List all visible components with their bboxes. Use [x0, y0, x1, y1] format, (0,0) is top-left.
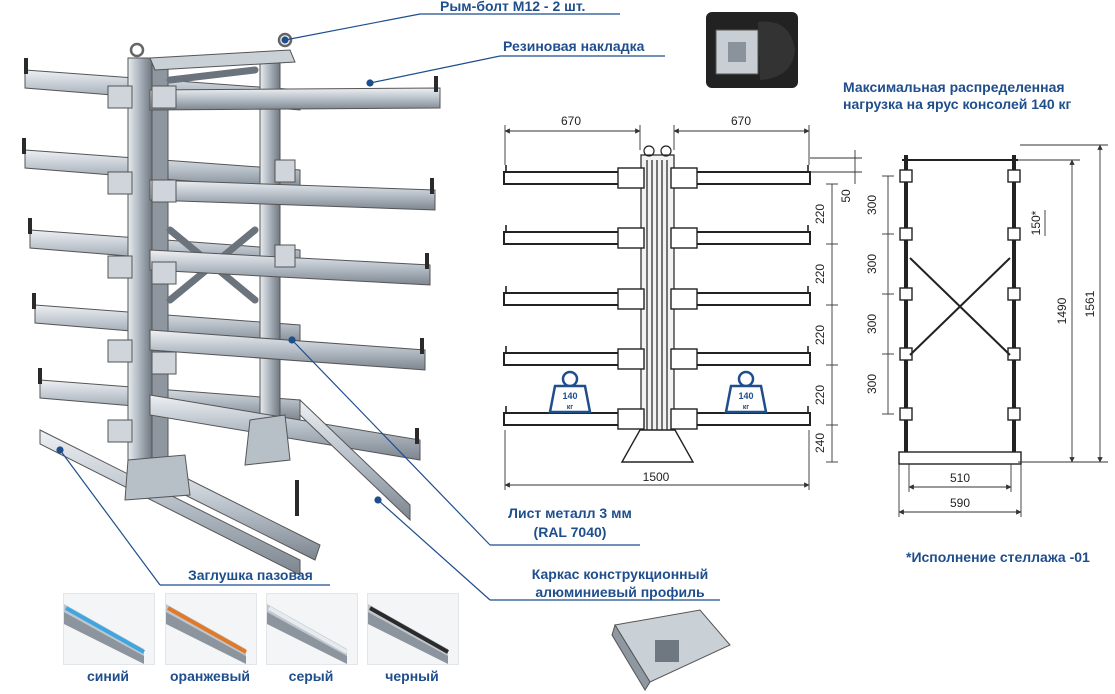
front-dim-tier-2: 220 [813, 264, 827, 284]
aluminium-profile-image [611, 609, 731, 691]
load-badge-left-unit: кг [567, 404, 574, 411]
slot-cap-name-black: черный [385, 668, 439, 684]
load-badge-right-value: 140 [738, 391, 753, 401]
front-dim-top-offset: 50 [839, 189, 853, 203]
side-dim-height-inner: 1490 [1055, 297, 1069, 324]
front-dim-right-arm: 670 [731, 114, 751, 128]
front-dim-tier-4: 220 [813, 385, 827, 405]
side-dim-base-outer: 590 [950, 496, 970, 510]
side-dim-seg-3: 300 [865, 314, 879, 334]
rack-3d-illustration [22, 32, 441, 576]
callout-max-load-line1: Максимальная распределенная [843, 79, 1065, 95]
rubber-pad-image [706, 12, 798, 88]
front-view-drawing [503, 125, 862, 490]
side-dim-seg-1: 300 [865, 195, 879, 215]
slot-cap-swatch-blue [63, 593, 155, 665]
load-badge-right-unit: кг [743, 404, 750, 411]
slot-cap-name-orange: оранжевый [169, 668, 251, 684]
callout-rubber-pad: Резиновая накладка [503, 38, 645, 54]
callout-sheet-line1: Лист металл 3 мм [508, 505, 632, 521]
side-view-drawing [882, 144, 1108, 517]
side-dim-variant-offset: 150* [1029, 210, 1043, 235]
slot-cap-name-blue: синий [86, 668, 130, 684]
load-badge-left-value: 140 [562, 391, 577, 401]
side-dim-height-total: 1561 [1083, 290, 1097, 317]
callout-slot-cap: Заглушка пазовая [188, 567, 313, 583]
load-weight-icon: 140 кг [724, 370, 768, 414]
footnote-variant: *Исполнение стеллажа -01 [906, 549, 1090, 565]
rack-end-stoppers [22, 58, 438, 516]
load-weight-icon: 140 кг [548, 370, 592, 414]
front-dim-left-arm: 670 [561, 114, 581, 128]
front-view-plates [617, 167, 698, 463]
front-dim-total-width: 1500 [643, 470, 670, 484]
callout-frame-line1: Каркас конструкционный [531, 566, 709, 582]
callout-frame-line2: алюминиевый профиль [535, 584, 705, 600]
slot-cap-swatch-black [367, 593, 459, 665]
rack-connector-plates [107, 85, 296, 501]
slot-cap-name-grey: серый [288, 668, 334, 684]
front-dim-tier-3: 220 [813, 325, 827, 345]
front-view-arms [503, 171, 811, 426]
eyebolt-icon [129, 32, 293, 58]
callout-leaders [56, 13, 720, 601]
front-dim-tier-5: 240 [813, 433, 827, 453]
callout-max-load-line2: нагрузка на ярус консолей 140 кг [843, 96, 1072, 112]
callout-eyebolt: Рым-болт М12 - 2 шт. [440, 0, 586, 14]
side-dim-seg-4: 300 [865, 374, 879, 394]
slot-cap-swatch-orange [165, 593, 257, 665]
front-view-stoppers [505, 165, 809, 413]
side-dim-base-inner: 510 [950, 471, 970, 485]
slot-cap-swatch-grey [266, 593, 358, 665]
front-dim-tier-1: 220 [813, 204, 827, 224]
side-dim-seg-2: 300 [865, 254, 879, 274]
front-view-dimension-lines [504, 125, 862, 490]
callout-sheet-line2: (RAL 7040) [533, 524, 607, 540]
